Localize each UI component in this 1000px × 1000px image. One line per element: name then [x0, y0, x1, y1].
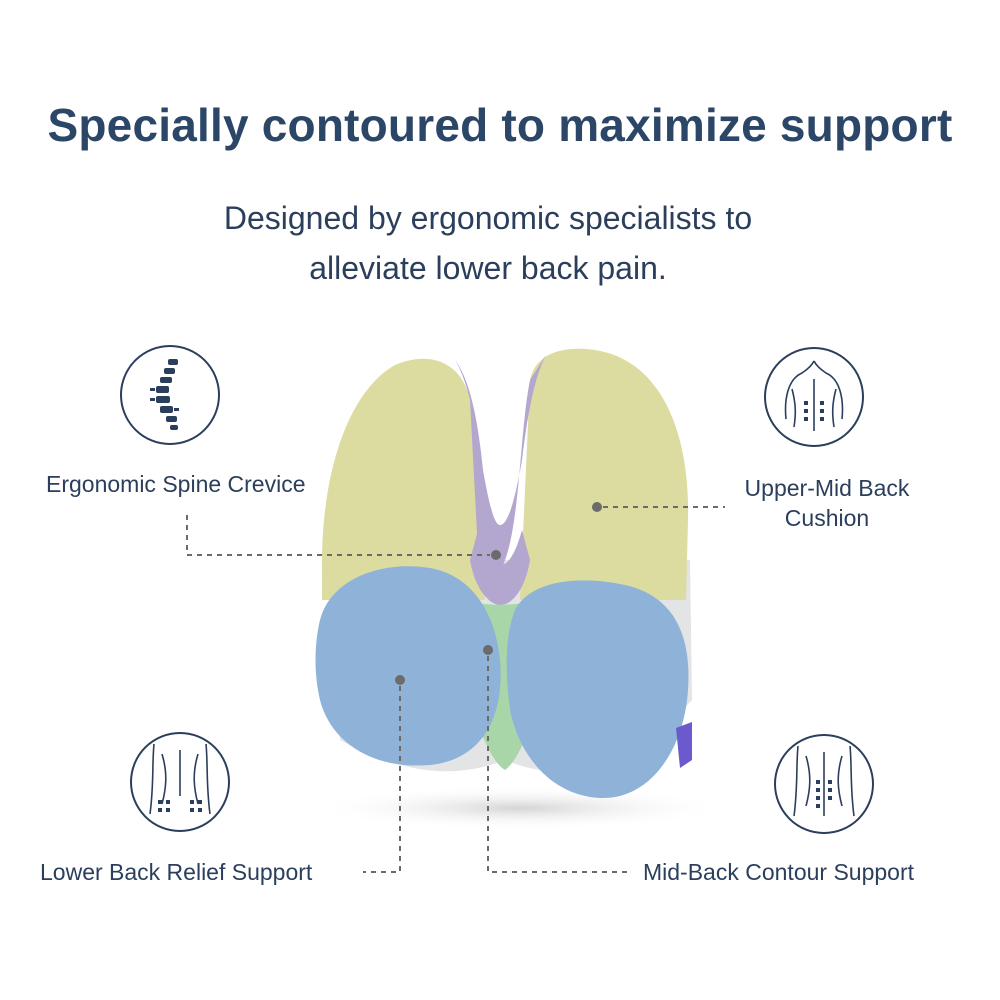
zone-lower-left — [315, 566, 501, 766]
label-upper-mid-back-line-2: Cushion — [784, 505, 870, 531]
zone-crevice-lower — [470, 530, 530, 605]
leader-line-spine — [186, 515, 490, 556]
subtitle-line-1: Designed by ergonomic specialists to — [223, 200, 753, 236]
brand-tag — [676, 722, 692, 768]
label-lower-back: Lower Back Relief Support — [40, 859, 313, 885]
page-title: Specially contoured to maximize support — [47, 99, 953, 151]
zone-lower-right — [506, 580, 689, 799]
marker-dot-spine — [491, 550, 501, 560]
leader-line-lower — [363, 686, 401, 873]
label-upper-mid-back: Upper-Mid Back Cushion — [737, 473, 917, 533]
marker-dot-middle — [483, 645, 493, 655]
pillow-shadow — [310, 786, 730, 830]
marker-dot-lower — [395, 675, 405, 685]
label-upper-mid-back-line-1: Upper-Mid Back — [744, 475, 910, 501]
spine-icon — [120, 345, 220, 445]
zone-upper-left — [321, 358, 485, 600]
upper-back-icon — [764, 347, 864, 447]
leader-line-middle — [487, 656, 630, 873]
mid-back-icon — [774, 734, 874, 834]
label-mid-back: Mid-Back Contour Support — [643, 859, 915, 885]
zone-upper-right — [520, 348, 689, 600]
lower-back-icon — [130, 732, 230, 832]
marker-dot-upper — [592, 502, 602, 512]
subtitle-line-2: alleviate lower back pain. — [309, 250, 667, 286]
label-spine-crevice: Ergonomic Spine Crevice — [46, 471, 306, 497]
subtitle: Designed by ergonomic specialists to all… — [0, 193, 976, 293]
zone-crevice — [455, 352, 548, 590]
